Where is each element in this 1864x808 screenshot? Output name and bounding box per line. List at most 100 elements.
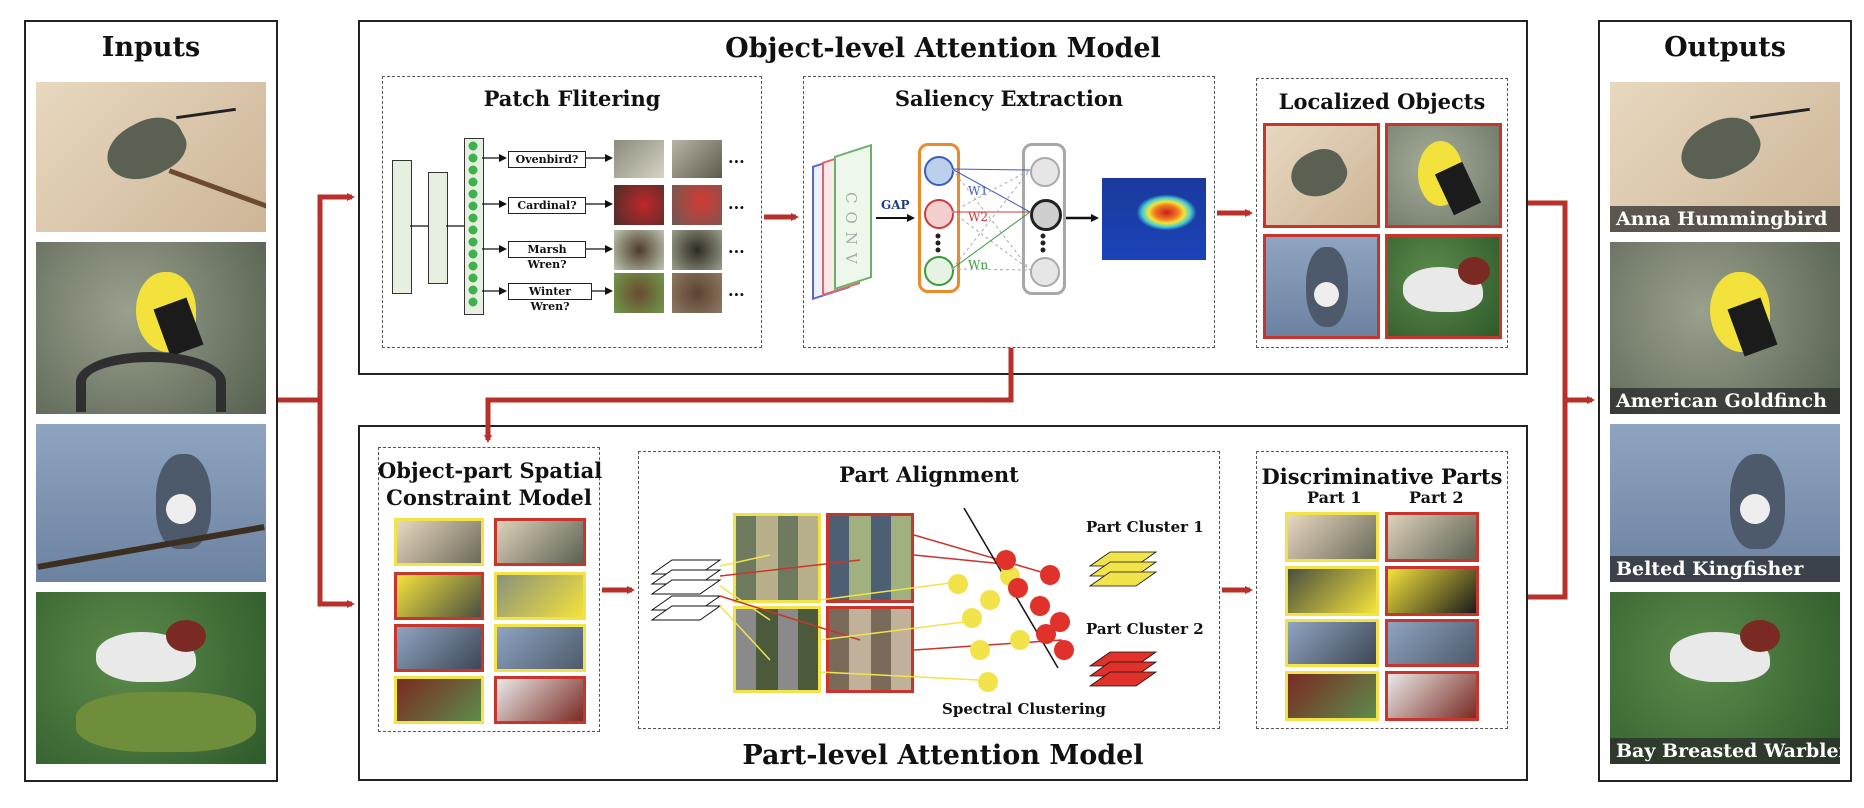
part-alignment-title: Part Alignment (839, 462, 1019, 487)
bird-head (1740, 620, 1780, 652)
alignment-grid-y2 (733, 606, 821, 693)
alignment-lines (719, 507, 1063, 681)
neuron-dots (935, 233, 1046, 253)
w1-label: W1 (968, 184, 988, 198)
localized-warbler (1385, 234, 1502, 339)
bird-head (166, 620, 206, 652)
class-neuron-1 (1030, 157, 1060, 187)
patch-filtering-box (382, 76, 762, 348)
spatial-constraint-box (378, 447, 600, 732)
patch-filtering-title: Patch Flitering (483, 86, 661, 111)
patch-marsh-wren-1 (614, 230, 664, 270)
patch-filtering-lines (410, 154, 613, 295)
localized-objects-box (1256, 78, 1508, 348)
part1-label: Part 1 (1307, 488, 1362, 507)
part-cluster-2-stack (1088, 651, 1158, 687)
spatial-title-2: Constraint Model (386, 485, 592, 510)
disc-part2-2 (1385, 566, 1479, 616)
question-marsh-wren: Marsh Wren? (508, 241, 586, 271)
spatial-title-1: Object-part Spatial (378, 458, 603, 483)
question-cardinal: Cardinal? (508, 197, 586, 214)
ellipsis-2: ... (728, 194, 745, 213)
ellipsis-1: ... (728, 148, 745, 167)
localized-goldfinch (1385, 123, 1502, 228)
bird-chest (1314, 282, 1339, 307)
discriminative-title: Discriminative Parts (1261, 464, 1503, 489)
class-neuron-column (1022, 143, 1066, 295)
bird-head (1458, 257, 1490, 285)
patch-winter-wren-2 (672, 273, 722, 313)
spatial-part1-4 (394, 676, 484, 724)
w2-label: W2 (968, 210, 988, 224)
fc-layer-1 (392, 160, 412, 294)
saliency-title: Saliency Extraction (894, 86, 1124, 111)
patch-ovenbird-1 (614, 140, 664, 178)
class-neuron-n (1030, 257, 1060, 287)
gap-neuron-2 (924, 199, 954, 229)
part-level-title: Part-level Attention Model (742, 740, 1144, 771)
localized-to-output-arrow (1528, 200, 1568, 400)
gap-neuron-n (924, 256, 954, 286)
cluster2-label: Part Cluster 2 (1086, 620, 1204, 638)
output-label-2: American Goldfinch (1610, 388, 1840, 414)
part2-label: Part 2 (1409, 488, 1464, 507)
inputs-title: Inputs (101, 32, 201, 63)
conv-label: CONV (842, 192, 860, 272)
output-photo-warbler: Bay Breasted Warbler (1610, 592, 1840, 764)
fc-nodes (468, 141, 478, 307)
spatial-part2-2 (494, 572, 586, 620)
output-photo-kingfisher: Belted Kingfisher (1610, 424, 1840, 582)
cluster1-label: Part Cluster 1 (1086, 518, 1204, 536)
pine-branch (76, 692, 256, 752)
alignment-grid-r1 (826, 513, 914, 603)
spatial-part1-3 (394, 624, 484, 672)
gap-label: GAP (881, 198, 910, 212)
input-photo-hummingbird (36, 82, 266, 232)
saliency-to-spatial-arrow (484, 348, 1014, 443)
spatial-part1-1 (394, 518, 484, 566)
wn-label: Wn (968, 258, 989, 272)
spatial-part1-2 (394, 572, 484, 620)
alignment-grid-y1 (733, 513, 821, 603)
outputs-title: Outputs (1664, 32, 1786, 63)
fc-layer-2 (428, 172, 448, 284)
red-flow-arrows (278, 193, 1595, 608)
patch-marsh-wren-2 (672, 230, 722, 270)
patch-winter-wren-1 (614, 273, 664, 313)
output-photo-goldfinch: American Goldfinch (1610, 242, 1840, 414)
localized-kingfisher (1263, 234, 1380, 339)
disc-part2-3 (1385, 619, 1479, 667)
feature-stack (650, 559, 722, 621)
spatial-part2-1 (494, 518, 586, 566)
weight-lines (951, 168, 1031, 271)
input-to-part-arrow (317, 400, 355, 608)
spatial-part2-3 (494, 624, 586, 672)
object-level-title: Object-level Attention Model (725, 33, 1161, 64)
disc-part2-4 (1385, 671, 1479, 721)
disc-part1-4 (1285, 671, 1379, 721)
localized-title: Localized Objects (1278, 89, 1486, 114)
input-photo-warbler (36, 592, 266, 764)
bird-chest (1740, 494, 1770, 524)
parts-to-output-arrow (1528, 396, 1595, 600)
question-ovenbird: Ovenbird? (508, 151, 586, 168)
disc-part1-1 (1285, 512, 1379, 562)
input-photo-goldfinch (36, 242, 266, 414)
red-cluster-dots (996, 550, 1074, 660)
output-label-4: Bay Breasted Warbler (1610, 738, 1840, 764)
part-cluster-1-stack (1088, 551, 1158, 587)
disc-part1-2 (1285, 566, 1379, 616)
input-photo-kingfisher (36, 424, 266, 582)
question-winter-wren: Winter Wren? (508, 283, 592, 313)
spectral-label: Spectral Clustering (942, 700, 1106, 718)
patch-cardinal-1 (614, 185, 664, 225)
discriminative-parts-box (1256, 451, 1508, 729)
ellipsis-3: ... (728, 238, 745, 257)
gap-neuron-column (918, 143, 960, 293)
input-to-object-arrow (278, 193, 355, 403)
output-label-1: Anna Hummingbird (1610, 206, 1840, 232)
ellipsis-4: ... (728, 281, 745, 300)
output-label-3: Belted Kingfisher (1610, 556, 1840, 582)
disc-part2-1 (1385, 512, 1479, 562)
perch (76, 352, 226, 412)
